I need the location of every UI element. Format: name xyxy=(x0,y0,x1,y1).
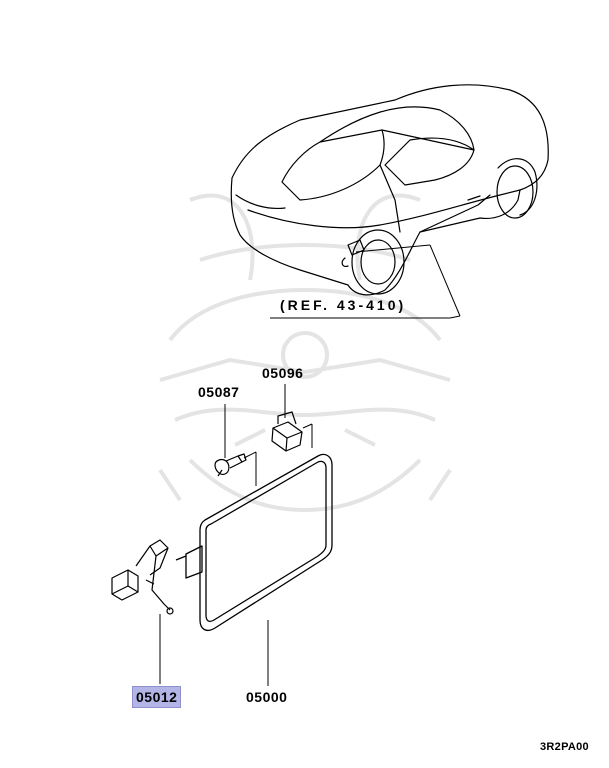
leader-lines xyxy=(159,384,313,686)
lid-lock-part xyxy=(111,539,174,615)
part-number-05000[interactable]: 05000 xyxy=(246,689,288,705)
car-front-wheel xyxy=(496,165,534,219)
car-side-window xyxy=(384,137,475,186)
part-number-05012-highlighted[interactable]: 05012 xyxy=(132,686,182,708)
fuel-lid-panel xyxy=(175,453,333,631)
reference-callout xyxy=(270,244,461,319)
figure-code: 3R2PA00 xyxy=(540,741,589,753)
car-rear-wheel xyxy=(351,229,405,295)
car-rear-window xyxy=(281,129,385,201)
car-front-wheel-arch xyxy=(497,158,538,216)
part-number-05096[interactable]: 05096 xyxy=(262,365,304,381)
watermark-crest xyxy=(158,193,452,513)
car-roof xyxy=(319,106,475,151)
car-beltline xyxy=(247,189,521,229)
part-number-05087[interactable]: 05087 xyxy=(198,384,240,400)
car-body xyxy=(230,84,549,296)
reference-note: (REF. 43-410) xyxy=(280,297,407,313)
car-illustration xyxy=(230,84,549,296)
car-fuel-lid xyxy=(347,239,365,256)
lid-bumper-part xyxy=(271,411,303,452)
screw-part xyxy=(214,453,247,477)
